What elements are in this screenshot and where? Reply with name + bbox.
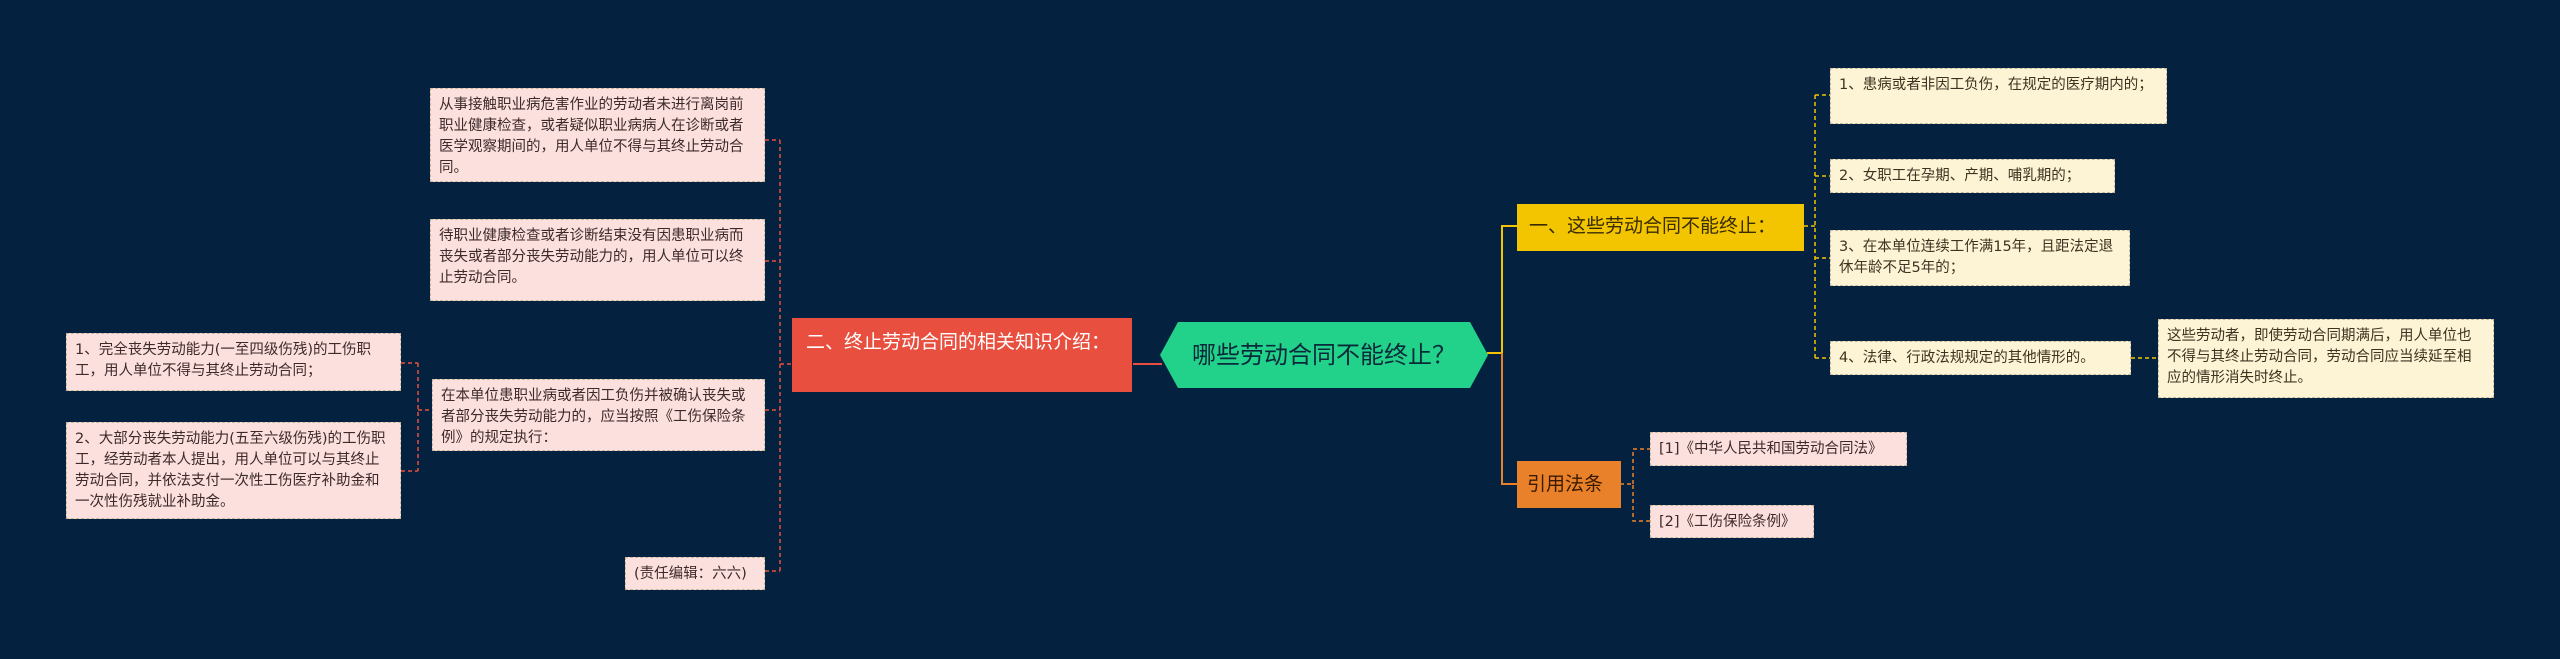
leaf-pregnancy[interactable]: 2、女职工在孕期、产期、哺乳期的； bbox=[1830, 159, 2115, 193]
leaf-illness-medical-period[interactable]: 1、患病或者非因工负伤，在规定的医疗期内的； bbox=[1830, 68, 2167, 124]
branch-cannot-terminate[interactable]: 一、这些劳动合同不能终止： bbox=[1517, 204, 1804, 251]
branch-cited-laws[interactable]: 引用法条 bbox=[1517, 461, 1621, 508]
leaf-other-laws[interactable]: 4、法律、行政法规规定的其他情形的。 bbox=[1830, 341, 2131, 375]
leaf-contract-extension-note[interactable]: 这些劳动者，即使劳动合同期满后，用人单位也不得与其终止劳动合同，劳动合同应当续延… bbox=[2158, 319, 2494, 398]
leaf-15-years-service[interactable]: 3、在本单位连续工作满15年，且距法定退休年龄不足5年的； bbox=[1830, 230, 2130, 286]
leaf-injury-insurance-regulation[interactable]: [2]《工伤保险条例》 bbox=[1650, 505, 1814, 538]
root-topic[interactable]: 哪些劳动合同不能终止？ bbox=[1160, 322, 1488, 388]
leaf-occupational-disease-exam[interactable]: 从事接触职业病危害作业的劳动者未进行离岗前职业健康检查，或者疑似职业病病人在诊断… bbox=[430, 88, 765, 182]
branch-termination-knowledge[interactable]: 二、终止劳动合同的相关知识介绍： bbox=[792, 318, 1132, 392]
leaf-total-disability[interactable]: 1、完全丧失劳动能力(一至四级伤残)的工伤职工，用人单位不得与其终止劳动合同； bbox=[66, 333, 401, 391]
leaf-injury-regulation[interactable]: 在本单位患职业病或者因工负伤并被确认丧失或者部分丧失劳动能力的，应当按照《工伤保… bbox=[432, 379, 765, 451]
leaf-major-disability[interactable]: 2、大部分丧失劳动能力(五至六级伤残)的工伤职工，经劳动者本人提出，用人单位可以… bbox=[66, 422, 401, 519]
leaf-labor-contract-law[interactable]: [1]《中华人民共和国劳动合同法》 bbox=[1650, 432, 1907, 466]
leaf-exam-finished[interactable]: 待职业健康检查或者诊断结束没有因患职业病而丧失或者部分丧失劳动能力的，用人单位可… bbox=[430, 219, 765, 301]
leaf-editor-note[interactable]: (责任编辑：六六) bbox=[625, 557, 765, 590]
